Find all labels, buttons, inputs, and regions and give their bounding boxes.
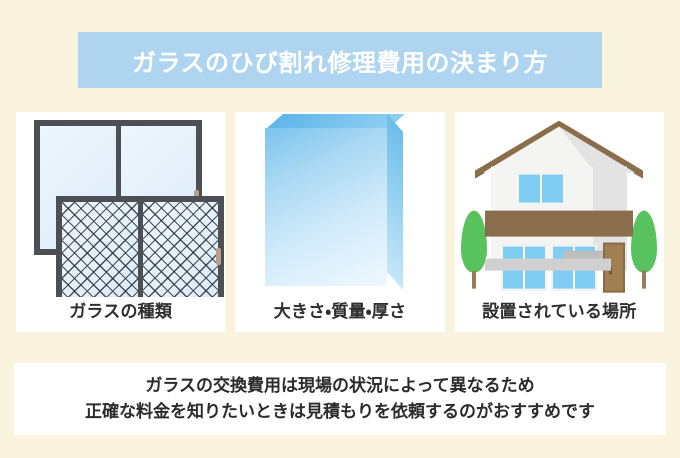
house-icon (459, 118, 659, 297)
card-label-installation-location: 設置されている場所 (482, 302, 637, 322)
card-size-weight-thickness: 大きさ・質量・厚さ (235, 112, 445, 332)
tree-icon (461, 210, 488, 289)
window-handle-icon (216, 248, 221, 266)
glass-pane-illustration (235, 112, 444, 297)
glass-pane-face (264, 127, 387, 286)
mesh-sash-left (62, 202, 138, 297)
facade-band (485, 210, 634, 237)
card-installation-location: 設置されている場所 (454, 112, 664, 332)
window-pane (540, 174, 563, 203)
tree-crown (631, 210, 658, 273)
card-glass-type: ガラスの種類 (16, 112, 226, 332)
mesh-sash-right (137, 202, 221, 297)
wire-mesh-pattern (62, 202, 138, 297)
roof-icon (475, 120, 644, 179)
factor-cards-row: ガラスの種類 大きさ・質量・厚さ (16, 112, 664, 332)
glass-pane-side-edge (386, 113, 403, 290)
bottom-note-line-1: ガラスの交換費用は現場の状況によって異なるため (145, 375, 535, 396)
tree-trunk (642, 270, 647, 289)
card-label-glass-type: ガラスの種類 (69, 302, 173, 322)
house-body (485, 166, 634, 293)
tree-crown (461, 210, 488, 273)
door-knob-icon (609, 266, 613, 275)
card-label-size-weight-thickness: 大きさ・質量・厚さ (273, 302, 407, 322)
tree-trunk (472, 270, 477, 289)
house-base (485, 258, 612, 271)
wire-mesh-pattern (142, 202, 218, 297)
tree-icon (631, 210, 658, 289)
bottom-note-box: ガラスの交換費用は現場の状況によって異なるため 正確な料金を知りたいときは見積も… (14, 363, 666, 435)
title-banner: ガラスのひび割れ修理費用の決まり方 (78, 32, 602, 88)
glass-type-illustration (16, 112, 225, 297)
glass-pane-icon (264, 113, 415, 290)
page-title: ガラスのひび割れ修理費用の決まり方 (131, 48, 549, 77)
house-illustration (455, 112, 664, 297)
upper-floor-window-icon (519, 174, 564, 203)
bottom-note-line-2: 正確な料金を知りたいときは見積もりを依頼するのがおすすめです (85, 402, 595, 422)
window-pane (519, 174, 540, 202)
wire-mesh-glass-window-icon (56, 196, 224, 297)
